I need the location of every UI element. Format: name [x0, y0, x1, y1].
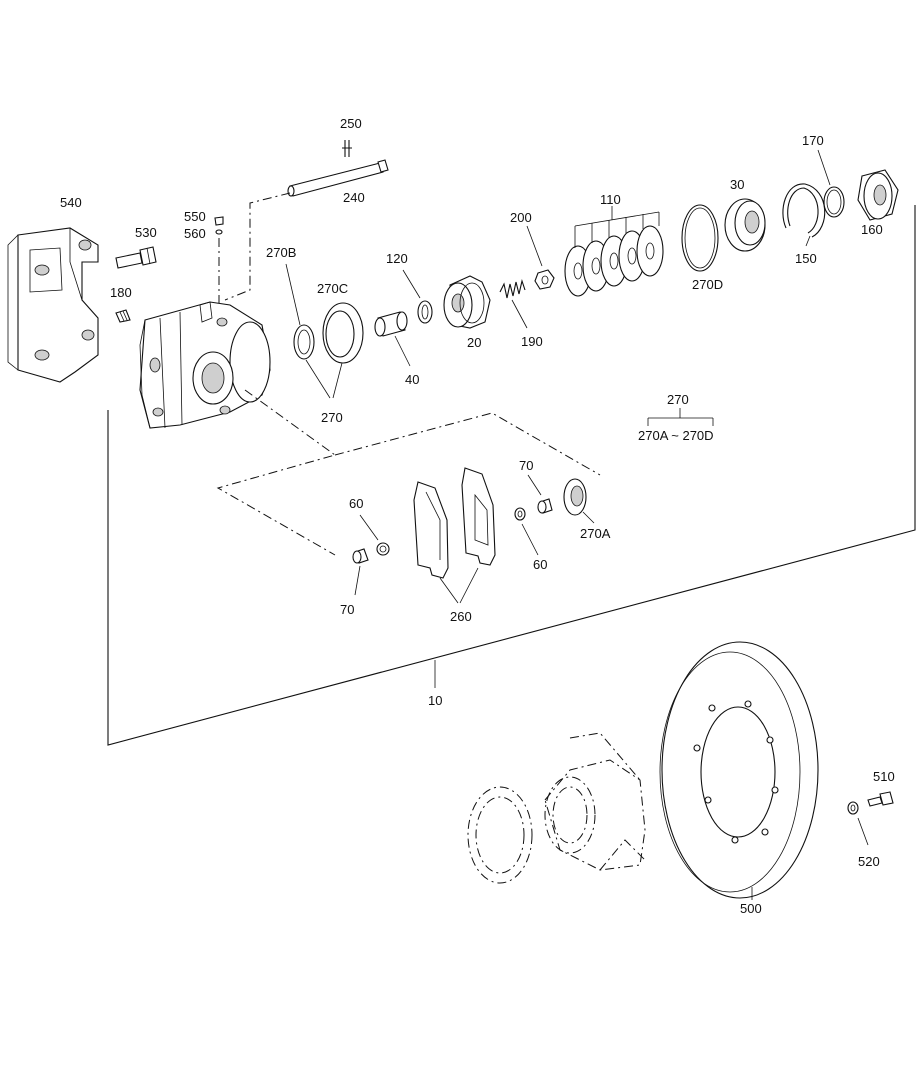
label-270: 270: [321, 410, 343, 425]
label-20: 20: [467, 335, 481, 350]
spring-part-190: [499, 278, 526, 299]
label-270D: 270D: [692, 277, 723, 292]
washer-part-520: [847, 801, 859, 815]
leader-170: [817, 149, 831, 186]
label-180: 180: [110, 285, 132, 300]
bracket-part-540: [7, 227, 99, 383]
label-270C: 270C: [317, 281, 348, 296]
bolt-part-510: [867, 791, 894, 807]
leader-190: [511, 299, 528, 329]
leader-60-left: [359, 514, 379, 541]
label-200: 200: [510, 210, 532, 225]
dash-240: [224, 192, 291, 301]
leader-70-left: [354, 565, 361, 596]
leader-60-right: [521, 523, 539, 556]
label-70-right: 70: [519, 458, 533, 473]
leader-40: [394, 335, 411, 367]
ring-part-120: [417, 300, 433, 324]
plug-part-550: [214, 216, 224, 226]
label-60-right: 60: [533, 557, 547, 572]
bolt-part-530: [115, 246, 157, 269]
pad-part-260-b: [461, 467, 496, 566]
pin-part-240: [287, 159, 389, 197]
nut-part-200: [534, 269, 555, 290]
label-270-group: 270: [667, 392, 689, 407]
disc-spring-stack-110: [564, 225, 664, 297]
label-530: 530: [135, 225, 157, 240]
leader-270-b: [332, 362, 343, 399]
label-120: 120: [386, 251, 408, 266]
assembly-boundary-10: [107, 205, 916, 746]
label-260: 260: [450, 609, 472, 624]
label-270B: 270B: [266, 245, 296, 260]
label-40: 40: [405, 372, 419, 387]
leader-270-a: [305, 359, 331, 399]
label-160: 160: [861, 222, 883, 237]
leader-520: [857, 817, 869, 846]
ring-part-270B: [293, 324, 315, 360]
leader-200: [526, 225, 543, 267]
dust-ring: [467, 786, 533, 884]
piston-part-20: [443, 275, 491, 329]
nut-part-160: [857, 169, 899, 221]
label-110: 110: [600, 192, 621, 207]
label-540: 540: [60, 195, 82, 210]
kit-legend-270: [647, 408, 714, 426]
label-150: 150: [795, 251, 817, 266]
leader-270A: [582, 511, 595, 524]
label-270A: 270A: [580, 526, 611, 541]
leader-260-b: [459, 567, 479, 604]
bracket-110: [574, 206, 660, 248]
cap-part-30: [724, 198, 766, 252]
dash-pad-box: [334, 412, 601, 476]
oring-part-270D: [681, 204, 719, 272]
caliper-housing: [139, 301, 271, 429]
label-70-left: 70: [340, 602, 354, 617]
bush-part-40: [374, 311, 408, 337]
label-190: 190: [521, 334, 543, 349]
leader-150: [805, 235, 811, 247]
label-270-range: 270A ~ 270D: [638, 428, 714, 443]
bleeder-part-180: [115, 309, 131, 323]
leader-260-a: [439, 577, 459, 604]
dash-caliper-pads: [216, 389, 337, 556]
label-550: 550: [184, 209, 206, 224]
label-240: 240: [343, 190, 365, 205]
sleeve-part-70-left: [352, 548, 369, 564]
label-520: 520: [858, 854, 880, 869]
label-30: 30: [730, 177, 744, 192]
sleeve-part-60-right: [514, 507, 526, 521]
label-250: 250: [340, 116, 362, 131]
label-500: 500: [740, 901, 762, 916]
label-510: 510: [873, 769, 895, 784]
brake-disc-part-500: [659, 641, 819, 899]
leader-70-right: [527, 474, 542, 496]
pad-part-260-a: [413, 481, 449, 579]
label-10: 10: [428, 693, 442, 708]
seal-part-560: [215, 229, 223, 235]
sleeve-part-60-left: [376, 542, 390, 556]
label-560: 560: [184, 226, 206, 241]
snap-ring-part-150: [782, 183, 826, 238]
leader-270B: [285, 263, 301, 326]
ring-part-170: [823, 186, 845, 218]
seal-part-270A: [563, 478, 587, 516]
sleeve-part-70-right: [537, 498, 553, 514]
clip-part-250: [342, 140, 352, 157]
label-170: 170: [802, 133, 824, 148]
leader-120: [402, 269, 421, 299]
label-60-left: 60: [349, 496, 363, 511]
seal-part-270C: [322, 302, 364, 364]
hub-flange: [544, 732, 646, 871]
